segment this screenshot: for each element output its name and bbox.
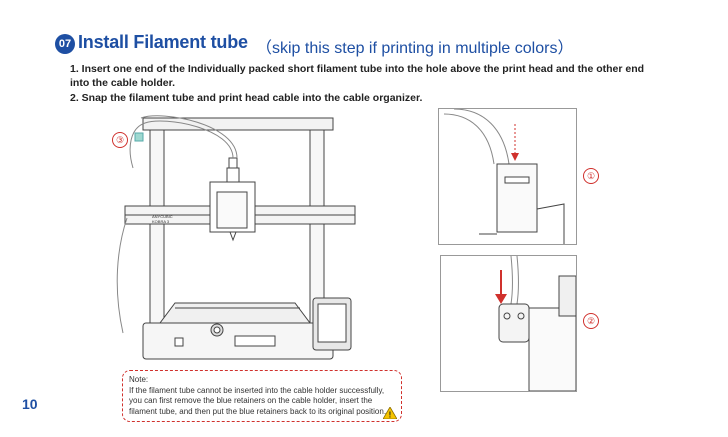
note-line-1: If the filament tube cannot be inserted … bbox=[129, 385, 385, 395]
svg-text:!: ! bbox=[389, 411, 392, 420]
detail-panel-2 bbox=[440, 255, 577, 392]
step-subtitle: （skip this step if printing in multiple … bbox=[256, 40, 574, 57]
instruction-line-1-cont: into the cable holder. bbox=[70, 77, 176, 89]
printer-brand-label: ANYCUBIC bbox=[152, 214, 173, 219]
note-line-3: filament tube, and then put the blue ret… bbox=[129, 406, 387, 416]
warning-icon: ! bbox=[382, 406, 398, 420]
page-number: 10 bbox=[22, 396, 38, 412]
instruction-line-2: 2. Snap the filament tube and print head… bbox=[70, 92, 423, 104]
callout-3: ③ bbox=[112, 132, 128, 148]
note-box: Note: If the filament tube cannot be ins… bbox=[122, 370, 402, 422]
note-line-2: you can first remove the blue retainers … bbox=[129, 396, 373, 405]
callout-1: ① bbox=[583, 168, 599, 184]
detail-panel-1 bbox=[438, 108, 577, 245]
note-heading: Note: bbox=[129, 375, 149, 384]
step-title: Install Filament tube bbox=[78, 32, 248, 52]
printer-model-label: KOBRA 3 bbox=[152, 219, 170, 224]
callout-2: ② bbox=[583, 313, 599, 329]
printer-illustration: ANYCUBIC KOBRA 3 bbox=[105, 108, 370, 368]
instruction-line-1: 1. Insert one end of the Individually pa… bbox=[70, 63, 645, 75]
step-number-badge: 07 bbox=[55, 34, 75, 54]
